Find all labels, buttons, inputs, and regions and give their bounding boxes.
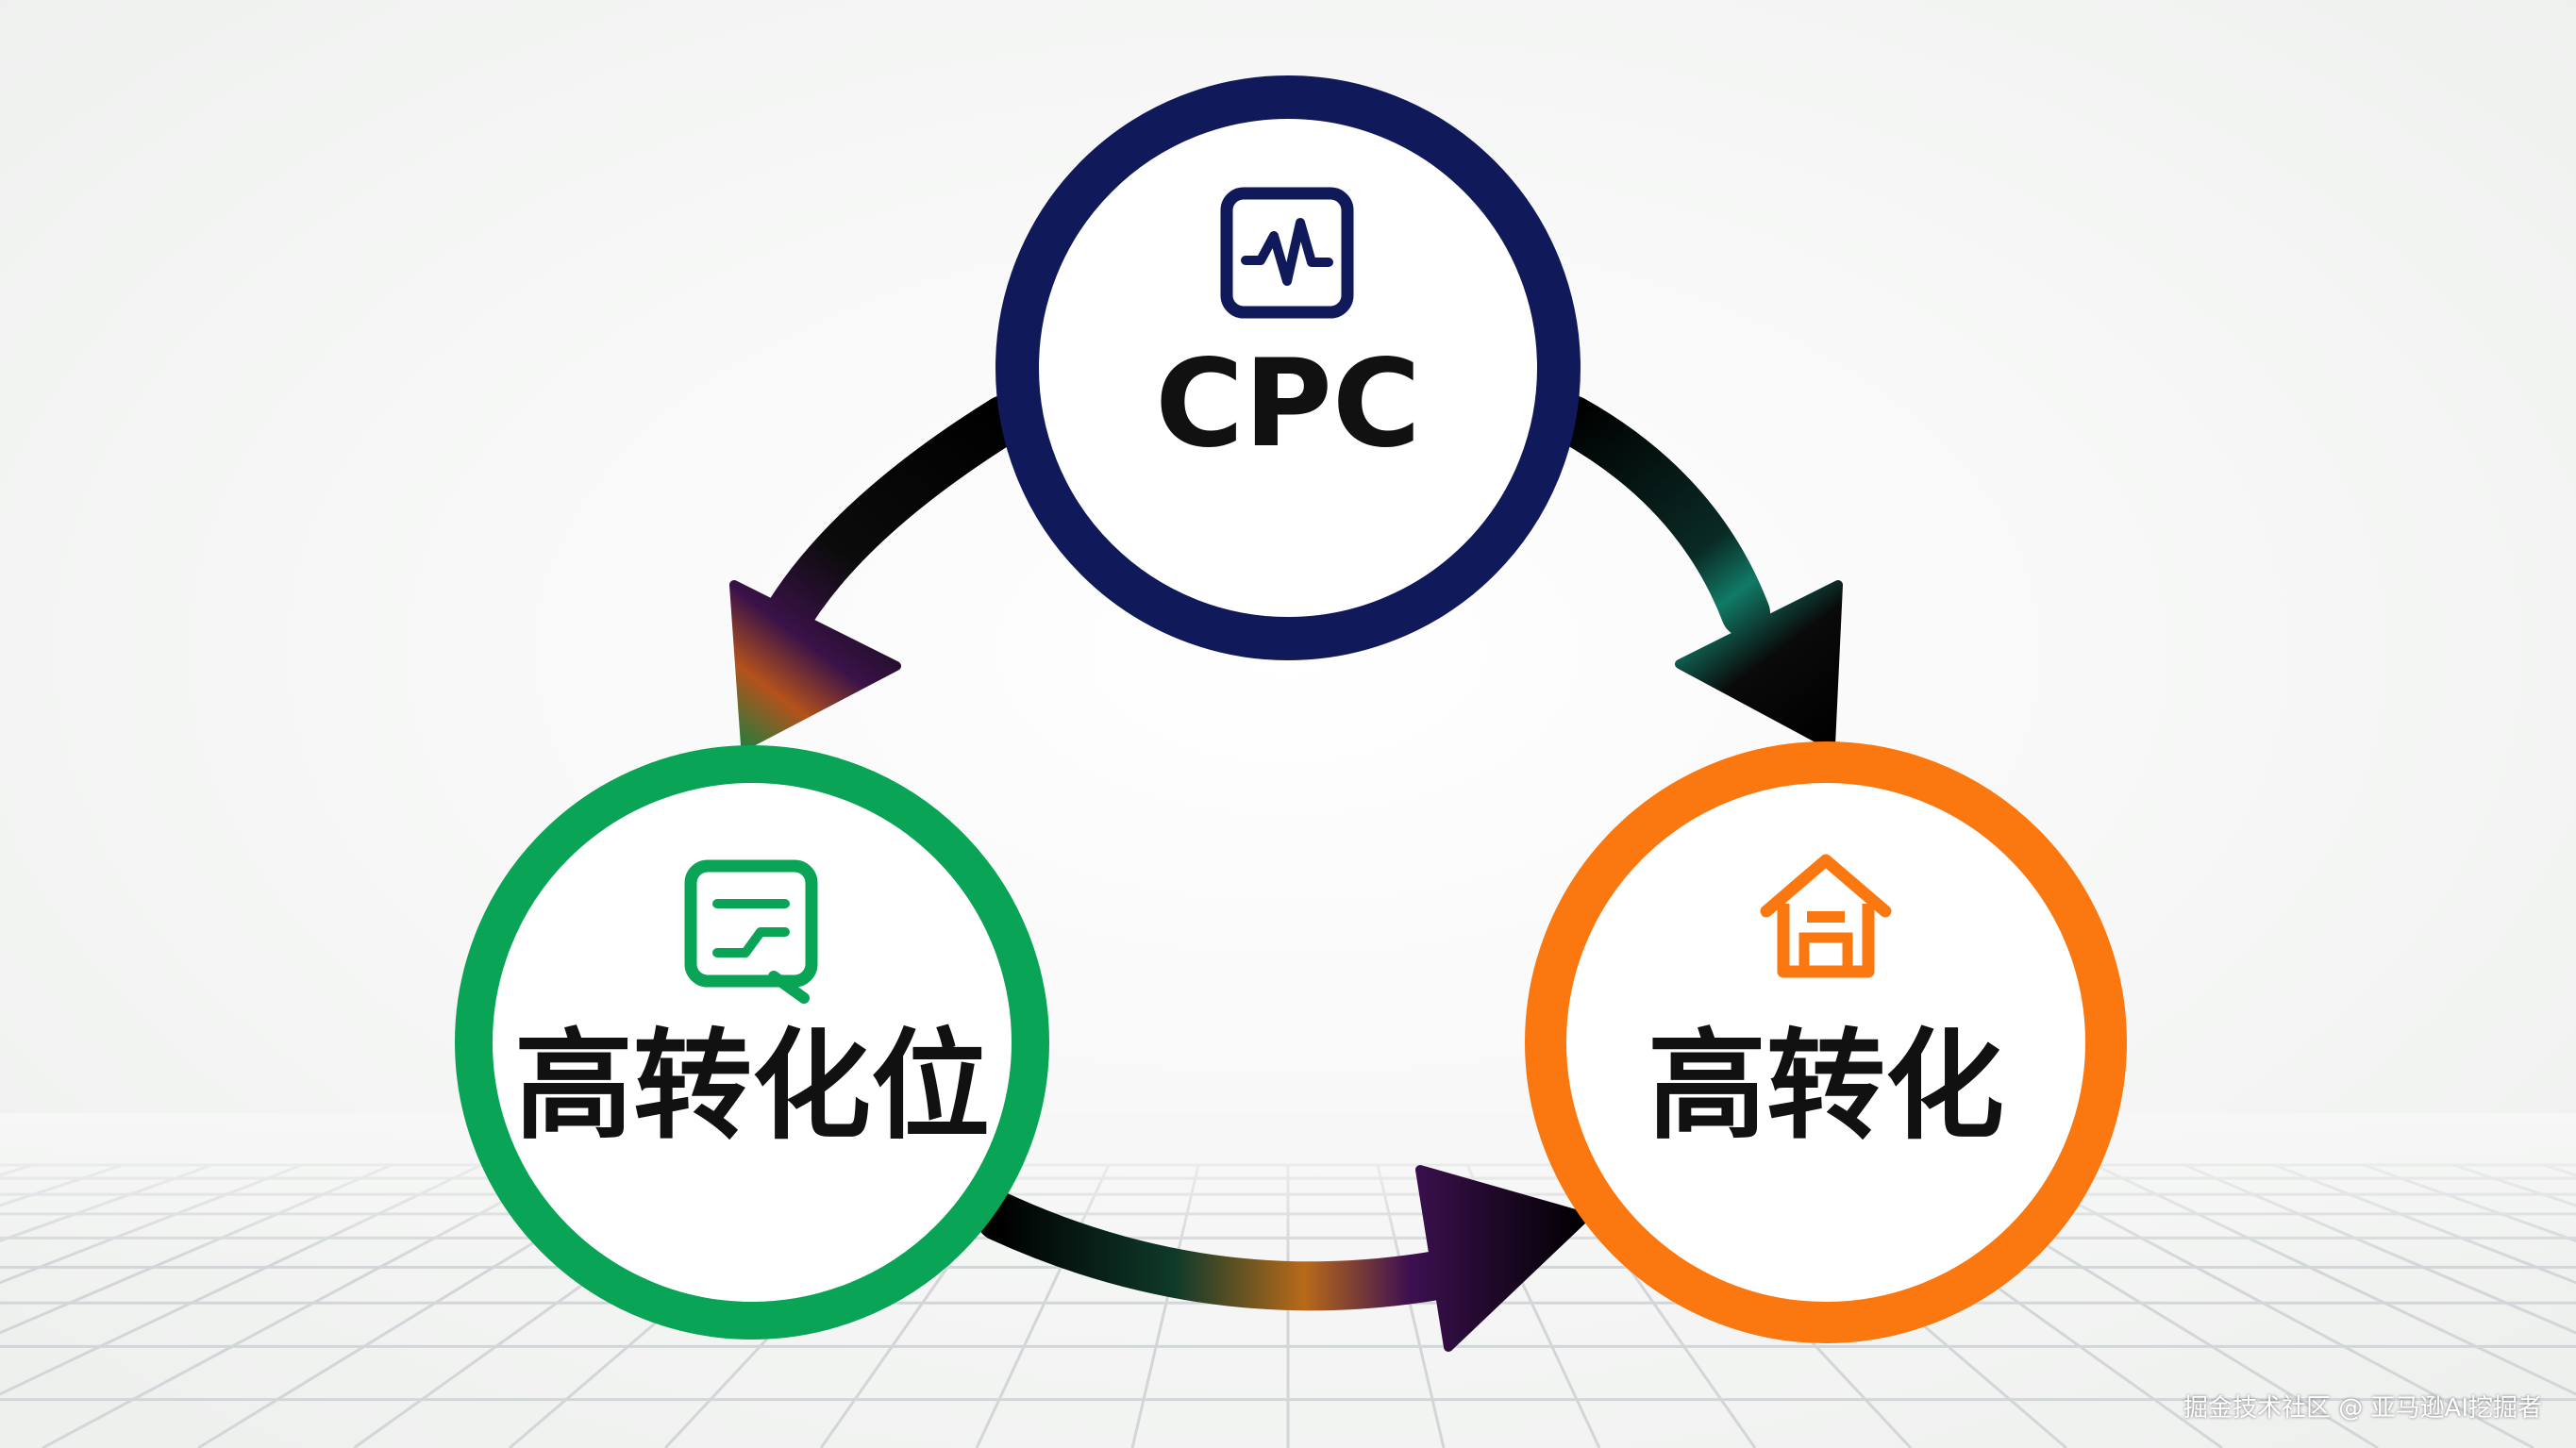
high-conv-position-label: 高转化位 [514,1017,990,1156]
cpc-label: CPC [1155,334,1421,474]
arrow-bottom-head [1415,1165,1590,1352]
high-conv-position-circle [455,745,1049,1340]
cpc-circle [995,75,1581,660]
arrow-right-body [1547,395,1770,638]
edge-cpc-to-high-conv [1547,395,1843,750]
high-conv-circle [1525,741,2127,1343]
monitor-pulse-icon [1220,187,1354,319]
node-cpc: CPC [995,75,1581,660]
edge-high-conv-position-to-high-conv [976,1165,1590,1352]
edge-cpc-to-high-conv-position [729,395,1029,750]
chart-document-icon [684,859,818,1004]
house-icon [1760,854,1892,978]
arrow-bottom-body [976,1192,1497,1311]
watermark: 掘金技术社区 @ 亚马逊AI挖掘者 [2183,1394,2542,1423]
arrow-left-head [729,580,901,750]
arrow-right-head [1675,580,1843,750]
node-high-conversion-position: 高转化位 [455,745,1049,1340]
node-high-conversion: 高转化 [1525,741,2127,1343]
floor-grid-fade [0,1113,2576,1264]
high-conv-label: 高转化 [1648,1017,2004,1156]
